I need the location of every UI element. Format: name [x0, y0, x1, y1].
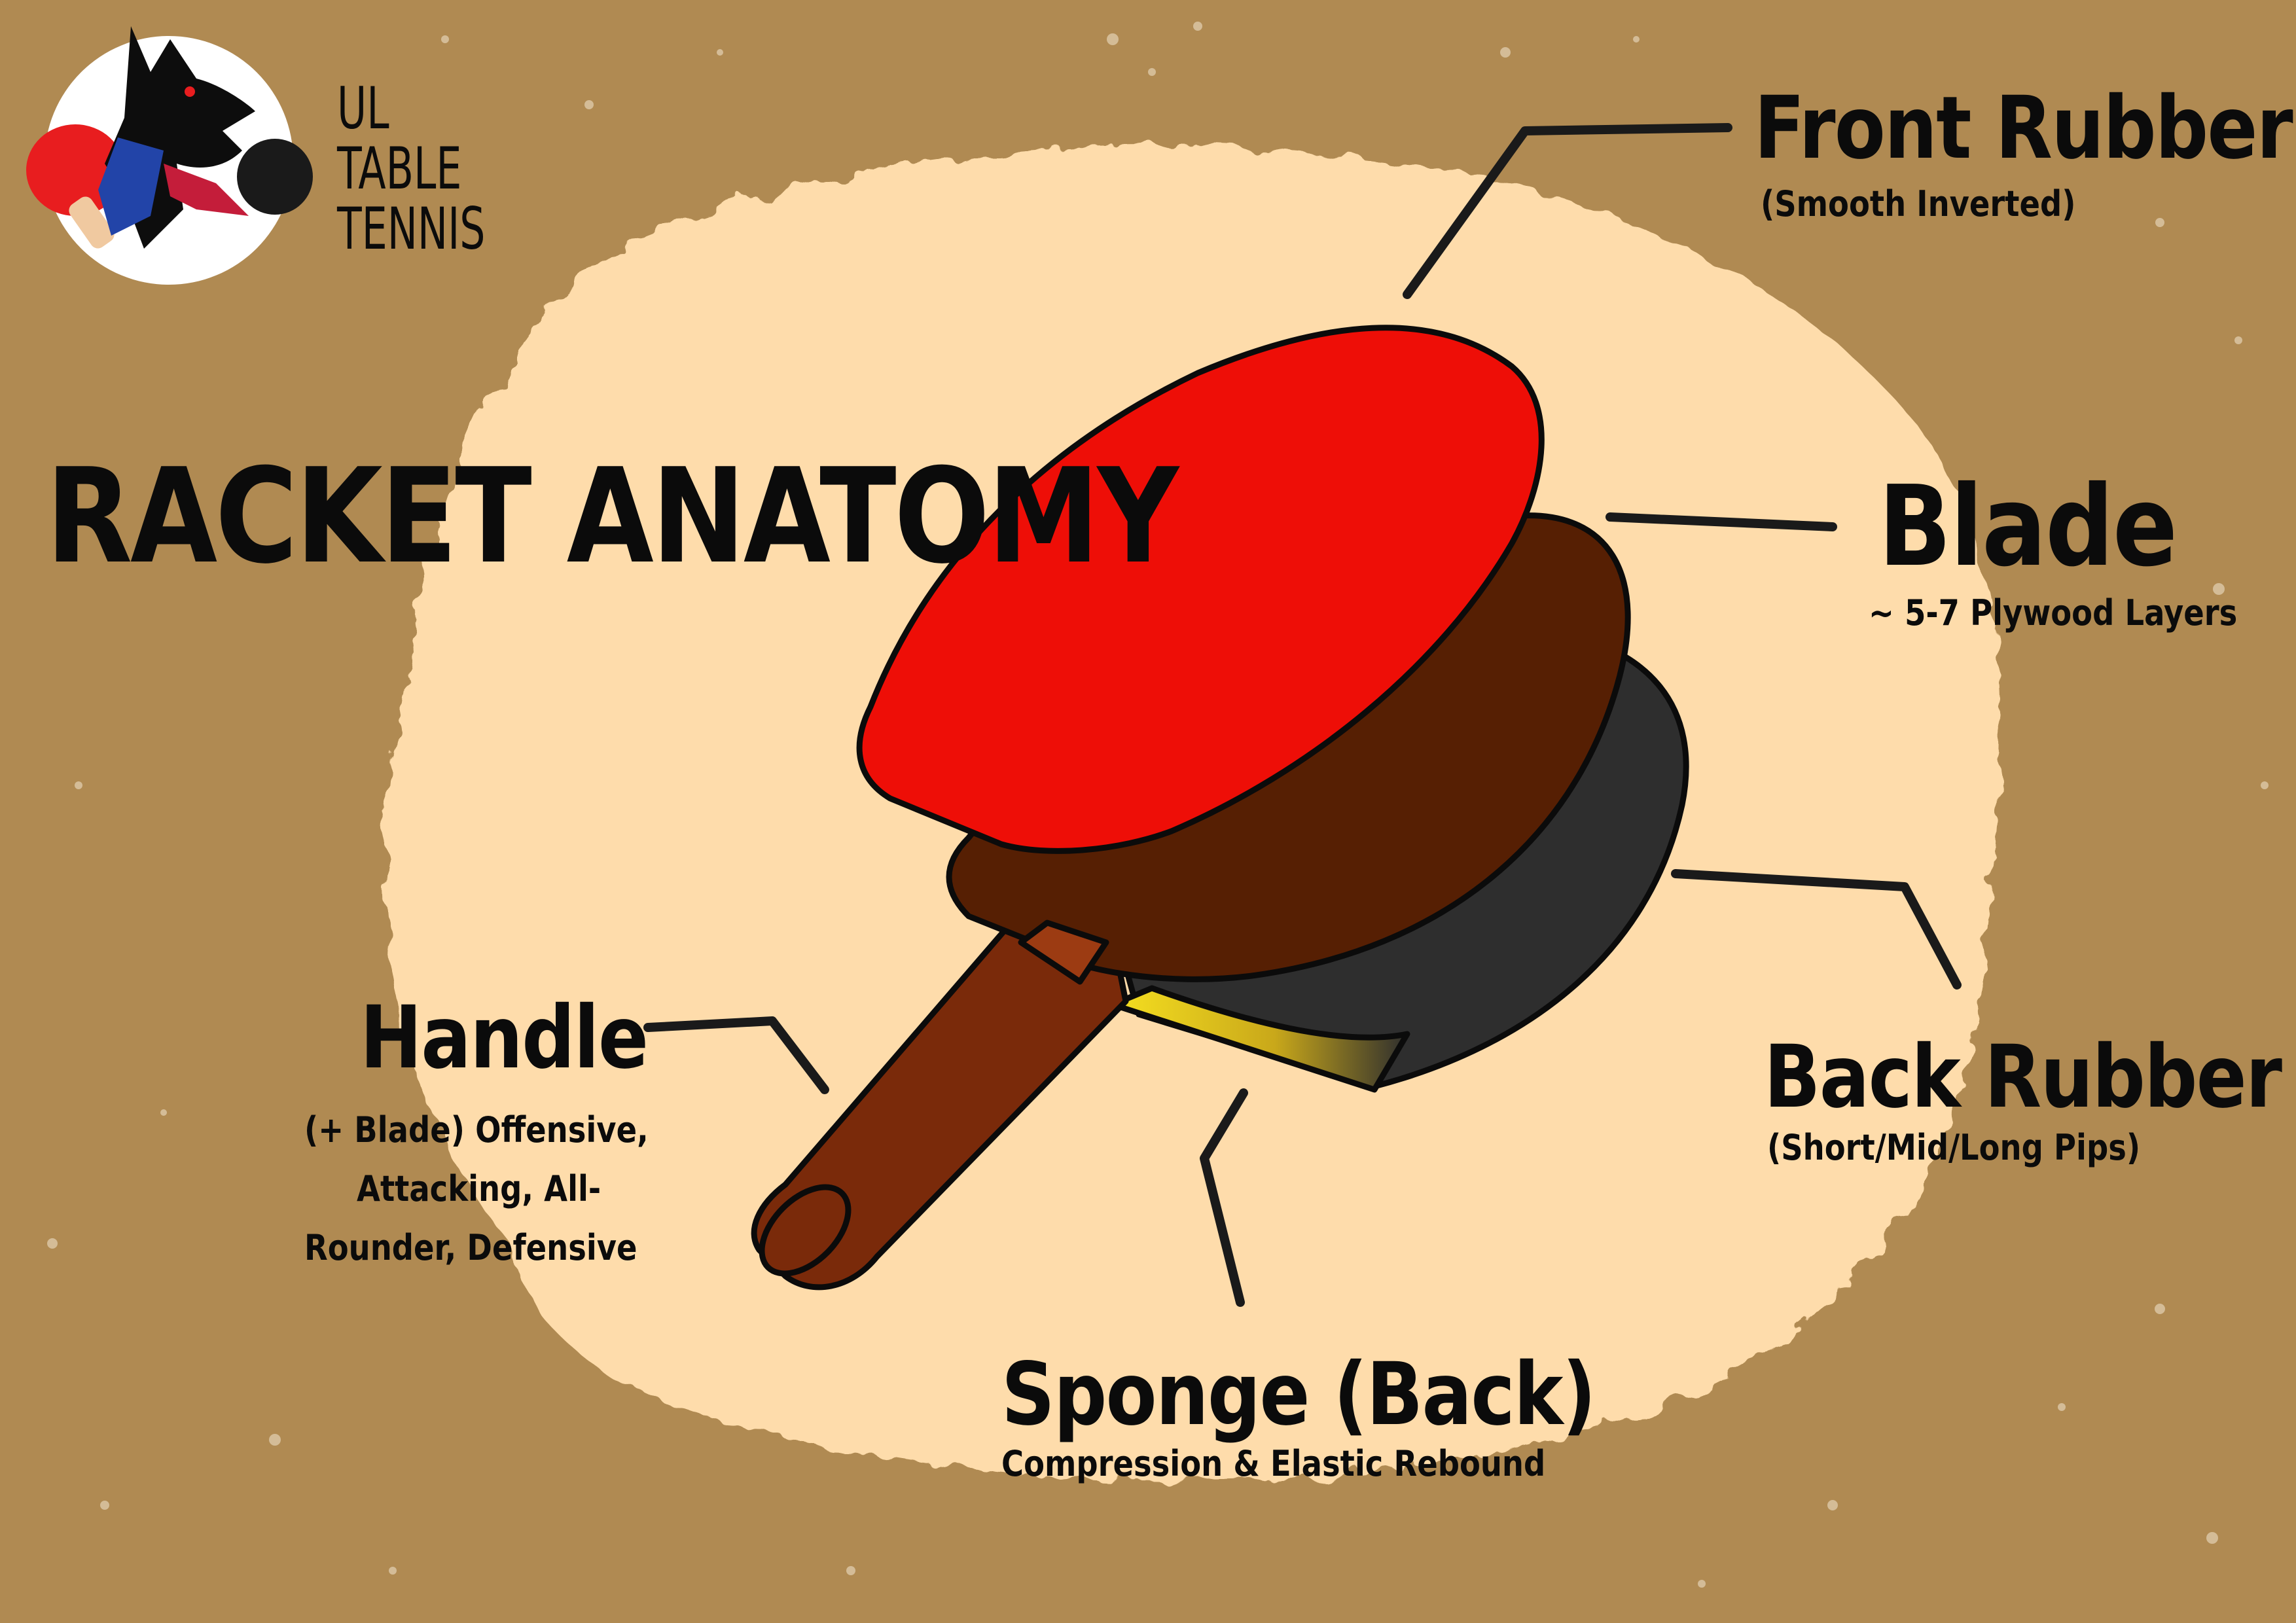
- sponge-detail: Compression & Elastic Rebound: [1001, 1443, 1546, 1484]
- handle-end: [759, 1184, 852, 1277]
- back-rubber-detail: (Short/Mid/Long Pips): [1767, 1127, 2141, 1168]
- black-ball-icon: [237, 139, 313, 215]
- handle-flare: [1018, 919, 1109, 985]
- logo-line-2: TABLE: [337, 135, 462, 202]
- handle-detail-1: (+ Blade) Offensive,: [304, 1109, 649, 1150]
- blade-label: Blade: [1878, 462, 2178, 592]
- front-rubber-detail: (Smooth Inverted): [1761, 183, 2076, 224]
- sponge-label: Sponge (Back): [1001, 1344, 1596, 1445]
- logo-line-1: UL: [337, 75, 389, 142]
- page-title: RACKET ANATOMY: [46, 440, 1179, 593]
- racket-illustration: [751, 325, 1689, 1291]
- back-rubber-leader: [1671, 869, 1962, 990]
- front-rubber-leader: [1403, 123, 1732, 299]
- sponge-leader: [1200, 1088, 1248, 1307]
- front-rubber-shape: [856, 325, 1545, 854]
- logo-line-3: TENNIS: [337, 195, 486, 262]
- front-rubber-label: Front Rubber: [1754, 78, 2293, 179]
- leader-lines: [643, 123, 1962, 1307]
- wolf-icon: [98, 26, 255, 249]
- handle-label: Handle: [360, 988, 649, 1088]
- logo-wordmark: UL TABLE TENNIS: [337, 79, 486, 259]
- club-logo: [26, 26, 313, 285]
- handle-detail-3: Rounder, Defensive: [304, 1227, 637, 1268]
- blade-detail: ~ 5-7 Plywood Layers: [1869, 592, 2238, 633]
- sponge-shape: [1109, 985, 1410, 1093]
- background-speckles: [47, 22, 2269, 1588]
- blade-leader: [1605, 512, 1837, 531]
- back-rubber-label: Back Rubber: [1764, 1027, 2282, 1128]
- handle-detail-2: Attacking, All-: [357, 1168, 601, 1209]
- handle-leader: [643, 1016, 829, 1094]
